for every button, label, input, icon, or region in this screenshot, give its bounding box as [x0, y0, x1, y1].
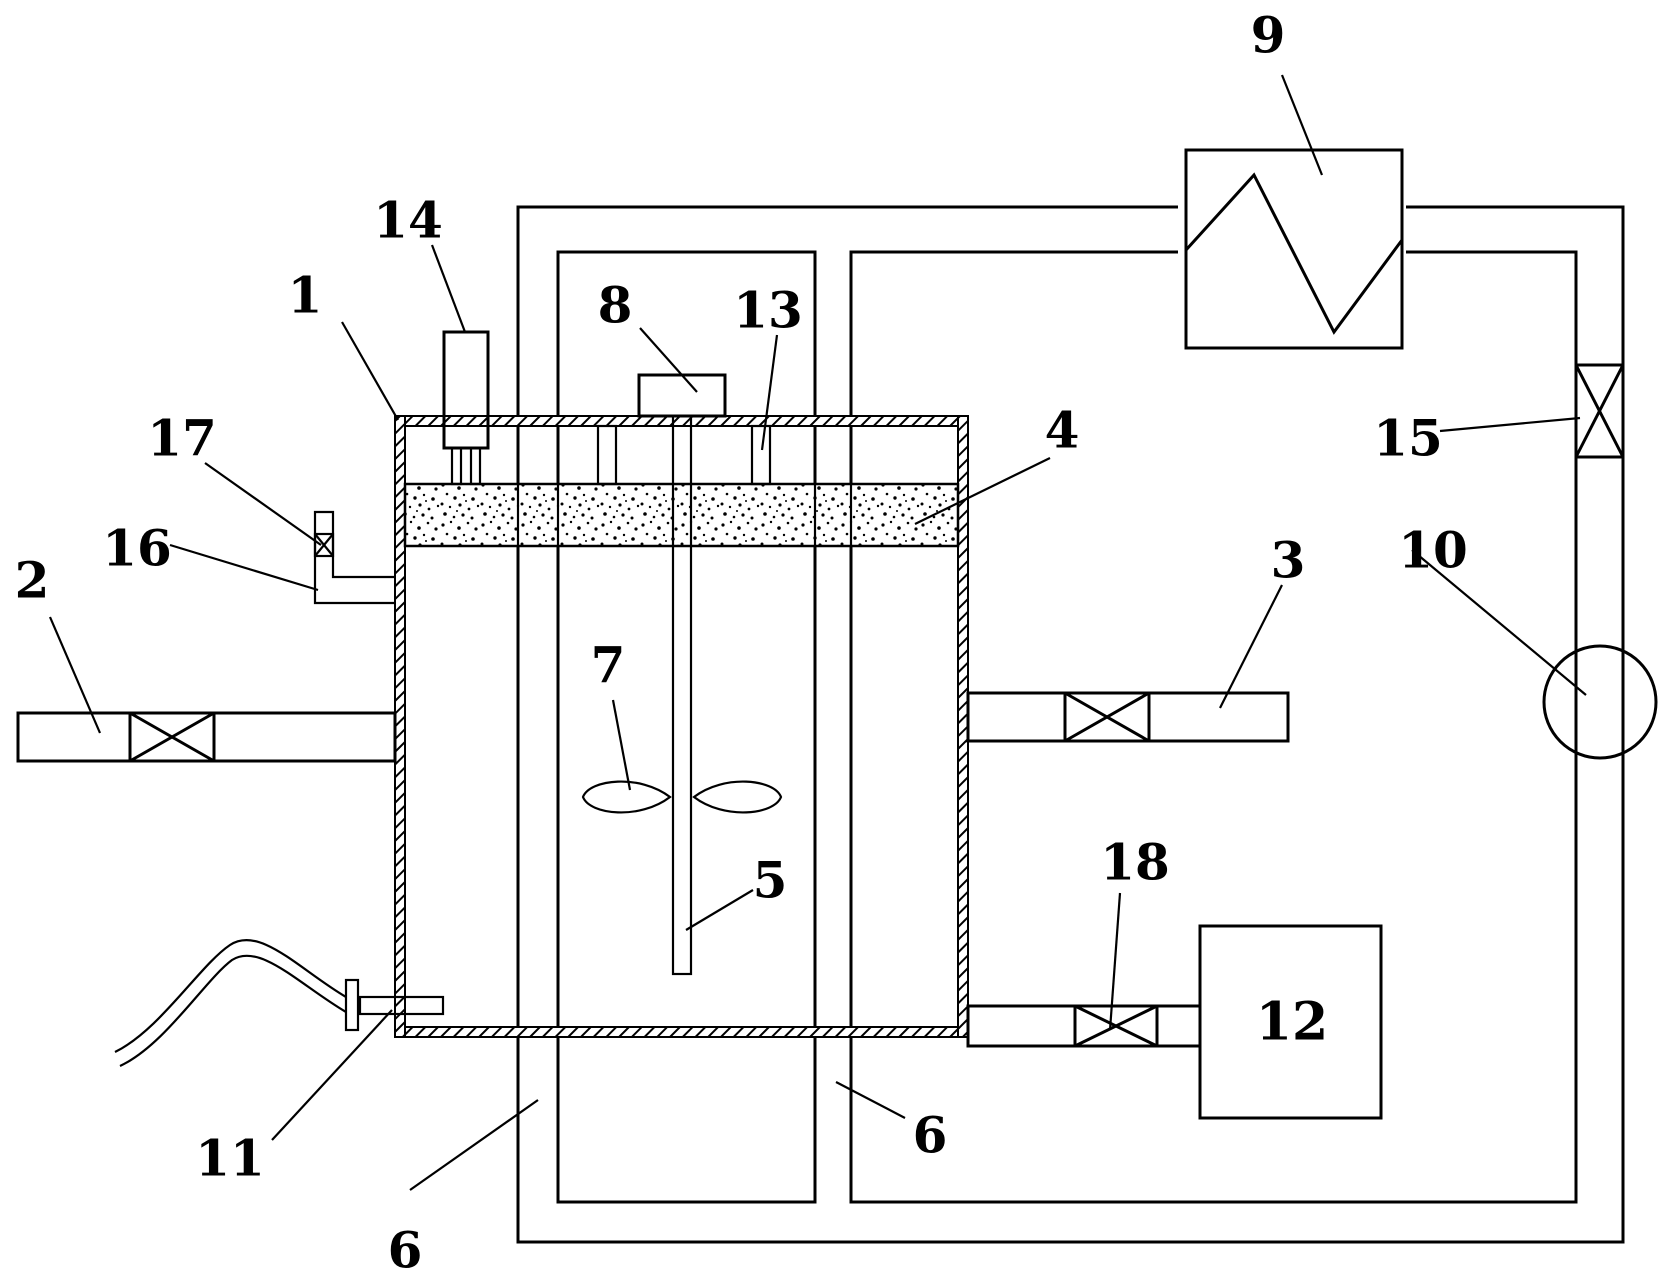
pump-10 [1542, 644, 1658, 760]
label-11: 11 [195, 1129, 265, 1188]
inlet-pipe [16, 711, 397, 763]
label-12: 12 [1256, 992, 1328, 1053]
sensor-14 [442, 330, 490, 486]
temperature-probe [114, 938, 445, 1067]
label-2: 2 [15, 551, 50, 610]
label-9: 9 [1251, 6, 1286, 65]
label-16: 16 [102, 519, 172, 578]
heat-exchanger [1184, 148, 1404, 350]
impeller-blades [581, 780, 783, 814]
motor-8 [637, 373, 727, 418]
leader-lines [48, 74, 1587, 1191]
label-7: 7 [591, 636, 626, 695]
outlet-pipe [966, 691, 1290, 743]
label-6-right: 6 [913, 1106, 948, 1165]
label-1: 1 [288, 266, 323, 325]
gas-vent-pipe [313, 510, 395, 605]
part-number-labels: 1 2 3 4 5 6 6 7 8 9 10 11 12 13 14 15 16… [15, 6, 1468, 1280]
label-3: 3 [1271, 531, 1306, 590]
label-5: 5 [753, 851, 788, 910]
filter-layer [403, 426, 960, 1027]
drain-pipe [966, 1004, 1202, 1048]
label-17: 17 [147, 409, 217, 468]
label-13: 13 [733, 281, 803, 340]
valve-15 [1574, 363, 1625, 459]
label-10: 10 [1398, 521, 1468, 580]
inner-circulation-loop [556, 250, 817, 1204]
label-8: 8 [598, 276, 633, 335]
label-6-left: 6 [388, 1221, 423, 1280]
label-18: 18 [1100, 833, 1170, 892]
label-14: 14 [373, 191, 443, 250]
label-15: 15 [1373, 409, 1443, 468]
label-4: 4 [1045, 401, 1080, 460]
support-posts [596, 424, 772, 486]
outer-circulation-loop [516, 205, 1625, 1244]
stirring-shaft [671, 414, 693, 976]
collection-tank-12 [1198, 924, 1383, 1120]
